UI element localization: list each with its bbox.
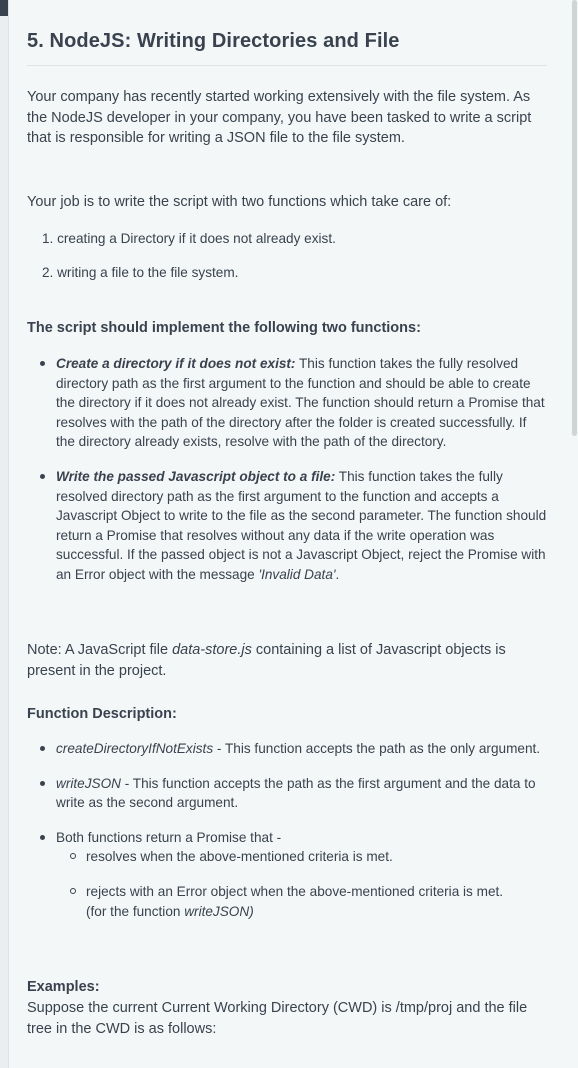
bullet-icon <box>40 834 45 840</box>
sub-item-main: rejects with an Error object when the ab… <box>86 883 504 899</box>
function-name: Write the passed Javascript object to a … <box>56 468 336 484</box>
note-paragraph: Note: A JavaScript file data-store.js co… <box>27 640 549 681</box>
function-summary: writeJSON - This function accepts the pa… <box>56 774 548 813</box>
vertical-scrollbar[interactable] <box>570 0 578 1068</box>
sub-list: resolves when the above-mentioned criter… <box>40 847 548 921</box>
function-description: Create a directory if it does not exist:… <box>56 354 548 452</box>
job-line: Your job is to write the script with two… <box>27 194 452 210</box>
function-summary: createDirectoryIfNotExists - This functi… <box>56 739 548 759</box>
list-item: createDirectoryIfNotExists - This functi… <box>40 739 548 759</box>
function-name: Create a directory if it does not exist: <box>56 356 296 371</box>
list-item: Both functions return a Promise that - r… <box>40 828 548 921</box>
bullet-icon <box>40 780 45 786</box>
function-text: - This function accepts the path as the … <box>213 741 541 756</box>
left-panel-edge <box>0 0 9 1068</box>
bullet-icon <box>40 746 45 751</box>
note-suffix: containing a list of Javascript objects … <box>27 642 506 679</box>
task-item: 1. creating a Directory if it does not a… <box>42 231 336 246</box>
examples-heading: Examples: <box>27 979 100 995</box>
both-functions-text: Both functions return a Promise that - <box>56 829 282 845</box>
function-description-list: createDirectoryIfNotExists - This functi… <box>40 739 548 921</box>
bullet-icon <box>40 361 45 366</box>
intro-paragraph: Your company has recently started workin… <box>27 89 532 146</box>
page-title: 5. NodeJS: Writing Directories and File <box>27 30 400 52</box>
title-divider <box>27 65 547 66</box>
sub-list-item: rejects with an Error object when the ab… <box>70 882 548 921</box>
list-item: Create a directory if it does not exist:… <box>40 354 548 452</box>
function-name: createDirectoryIfNotExists <box>56 741 214 756</box>
bullet-icon <box>40 473 45 479</box>
task-item: 2. writing a file to the file system. <box>42 265 239 280</box>
circle-bullet-icon <box>70 887 76 894</box>
function-description-heading: Function Description: <box>27 706 177 722</box>
function-text: This function takes the fully resolved d… <box>56 468 547 582</box>
task-list: 1. creating a Directory if it does not a… <box>42 229 542 282</box>
function-text: - This function accepts the path as the … <box>56 775 536 811</box>
circle-bullet-icon <box>70 853 76 860</box>
sentence-end: . <box>335 566 340 582</box>
functions-list: Create a directory if it does not exist:… <box>40 354 548 585</box>
sub-list-item: resolves when the above-mentioned criter… <box>70 847 548 867</box>
list-item: Write the passed Javascript object to a … <box>40 467 548 585</box>
note-filename: data-store.js <box>172 642 252 658</box>
sub-item-note: (for the function <box>86 903 185 919</box>
list-item: writeJSON - This function accepts the pa… <box>40 774 548 813</box>
error-message: 'Invalid Data' <box>258 566 336 582</box>
examples-paragraph: Suppose the current Current Working Dire… <box>27 1000 528 1037</box>
sub-item-text: rejects with an Error object when the ab… <box>86 882 548 921</box>
scrollbar-thumb[interactable] <box>572 0 577 436</box>
implement-heading: The script should implement the followin… <box>27 320 421 336</box>
sub-item-function: writeJSON) <box>184 903 254 919</box>
panel-tab <box>0 0 8 16</box>
note-prefix: Note: A JavaScript file <box>27 642 173 658</box>
function-description: Write the passed Javascript object to a … <box>56 467 548 585</box>
sub-item-text: resolves when the above-mentioned criter… <box>86 849 393 865</box>
function-name: writeJSON <box>56 775 121 791</box>
function-text: This function takes the fully resolved d… <box>56 356 545 450</box>
